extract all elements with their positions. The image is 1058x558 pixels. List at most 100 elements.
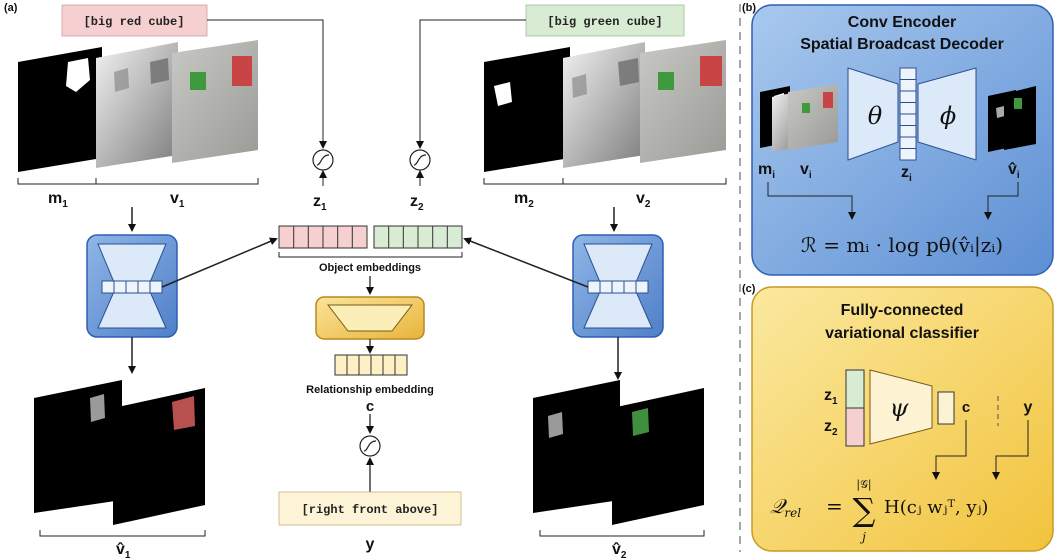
panel-b-inputs <box>760 84 838 152</box>
panel-c-formula-sum-top: |𝒢| <box>856 478 871 492</box>
svg-text:mi: mi <box>758 161 775 181</box>
label-relationship-embedding: Relationship embedding <box>306 384 434 396</box>
relation-network-trapezoid <box>326 304 414 332</box>
arrow-right-encoder-to-embedding <box>463 237 589 288</box>
label-m2-sub: 2 <box>528 199 534 210</box>
panel-c-label-z1: z <box>824 387 832 404</box>
caption-red-cube: [big red cube] <box>84 15 185 29</box>
panel-b-label-z: z <box>901 164 909 181</box>
label-z1: z <box>313 193 321 210</box>
panel-c-title-2: variational classifier <box>825 325 979 342</box>
panel-b-label-vhat: v̂ <box>1008 161 1017 178</box>
label-z2-sub: 2 <box>418 202 424 213</box>
svg-text:z1: z1 <box>313 193 327 213</box>
panel-c-arrow-c <box>932 420 967 480</box>
panel-b-theta: θ <box>868 102 883 130</box>
recon-red-cube-1 <box>172 396 195 430</box>
label-v2-sub: 2 <box>645 199 651 210</box>
label-c: c <box>366 398 374 415</box>
label-z2: z <box>410 193 418 210</box>
panel-b-label-v: v <box>800 161 809 178</box>
recon-image-2 <box>612 388 704 525</box>
label-vhat1-sub: 1 <box>125 550 131 558</box>
sigmoid-node-c <box>359 435 381 457</box>
caption-green-cube: [big green cube] <box>547 15 662 29</box>
panel-c-label: (c) <box>742 283 756 295</box>
panel-c-title-1: Fully-connected <box>841 302 964 319</box>
right-reconstruction <box>533 380 705 537</box>
recon-mask-2 <box>533 380 620 513</box>
panel-b-arrow-m <box>767 182 856 220</box>
svg-text:v2: v2 <box>636 190 651 210</box>
panel-c-z1-block <box>845 369 865 409</box>
panel-c-arrow-y <box>992 420 1029 480</box>
label-v1: v <box>170 190 179 207</box>
panel-b-title-1: Conv Encoder <box>848 14 956 31</box>
value-blob-1b <box>150 58 169 84</box>
left-encoder-block <box>86 234 178 338</box>
panel-b-encoder <box>847 67 899 161</box>
label-vhat2: v̂ <box>612 541 621 558</box>
panel-c-label-c: c <box>962 399 970 416</box>
svg-text:v̂1: v̂1 <box>116 541 131 558</box>
value-blob-1 <box>114 68 129 92</box>
panel-b-arrow-v <box>984 182 1019 220</box>
panel-a-label: (a) <box>4 2 18 14</box>
value-blob-2b <box>618 58 639 86</box>
recon-blob-2 <box>548 412 563 438</box>
panel-b-label: (b) <box>742 2 756 14</box>
svg-text:𝒬rel: 𝒬rel <box>770 494 801 520</box>
svg-text:v̂2: v̂2 <box>612 541 627 558</box>
panel-c-formula-eq: = <box>826 494 843 518</box>
right-input-stack <box>483 40 727 185</box>
label-v1-sub: 1 <box>179 199 185 210</box>
scene-red-cube-1 <box>232 56 252 86</box>
panel-b-label-m: m <box>758 161 772 178</box>
brace-v1 <box>95 178 259 185</box>
label-v2: v <box>636 190 645 207</box>
svg-text:z1: z1 <box>824 387 838 407</box>
brace-m2 <box>483 178 564 185</box>
label-vhat1: v̂ <box>116 541 125 558</box>
panel-b-outputs <box>988 86 1036 152</box>
mask-image-1 <box>18 47 102 172</box>
label-y: y <box>366 536 375 553</box>
panel-b-label-vhat-sub: i <box>1017 170 1020 181</box>
panel-c-formula-lhs: 𝒬 <box>770 494 788 518</box>
sigmoid-curve-c <box>363 440 377 452</box>
label-object-embeddings: Object embeddings <box>319 262 421 274</box>
panel-c-z2-block <box>845 407 865 447</box>
label-vhat2-sub: 2 <box>621 550 627 558</box>
panel-c-formula-body: H(cⱼ wⱼᵀ, yⱼ) <box>884 497 988 518</box>
panel-c-psi: ψ <box>890 394 910 422</box>
panel-b-label-m-sub: i <box>772 170 775 181</box>
brace-vhat1 <box>39 530 206 537</box>
arrow-cap2-to-z2 <box>416 19 526 149</box>
panel-c-formula-sum-bottom: j <box>859 530 866 544</box>
brace-object-embeddings <box>278 252 463 258</box>
panel-c-formula-sum-sign: ∑ <box>853 491 876 529</box>
scene-green-cube-2 <box>658 72 674 90</box>
panel-b-label-z-sub: i <box>909 173 912 184</box>
svg-text:m2: m2 <box>514 190 534 210</box>
label-z1-sub: 1 <box>321 202 327 213</box>
right-encoder-block <box>572 234 664 338</box>
panel-c-output-block <box>937 391 955 425</box>
svg-text:m1: m1 <box>48 190 68 210</box>
sigmoid-node-z1 <box>312 149 334 171</box>
panel-b-decoder <box>917 67 977 161</box>
panel-b-formula: ℛ = mᵢ · log pθ(v̂ᵢ|zᵢ) <box>801 233 1003 258</box>
left-encoder-latent <box>101 280 163 294</box>
label-m1-sub: 1 <box>62 199 68 210</box>
svg-text:vi: vi <box>800 161 812 181</box>
recon-green-cube-2 <box>632 408 649 436</box>
svg-text:z2: z2 <box>410 193 424 213</box>
mask-blob-2 <box>494 82 512 106</box>
arrow-left-encoder-to-embedding <box>161 237 278 288</box>
panel-c-label-y: y <box>1024 399 1033 416</box>
caption-box-green-cube <box>525 4 685 37</box>
scene-green-cube-1 <box>190 72 206 90</box>
panel-c-formula-lhs-sub: rel <box>784 506 801 520</box>
